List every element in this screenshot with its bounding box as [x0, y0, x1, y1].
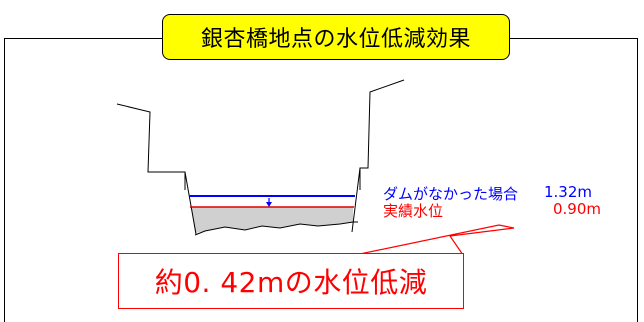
title-box: 銀杏橋地点の水位低減効果 — [162, 14, 510, 60]
legend-actual: 実績水位 0.90m — [383, 200, 623, 220]
left-bank — [116, 103, 197, 235]
right-bank — [351, 79, 405, 233]
legend-without-dam-value: 1.32m — [544, 183, 593, 201]
legend-without-dam: ダムがなかった場合 1.32m — [383, 183, 623, 203]
reduction-arrow-head — [266, 202, 272, 207]
riverbed-line — [194, 221, 358, 236]
water-area — [191, 207, 353, 233]
legend-actual-value: 0.90m — [553, 200, 602, 218]
reduction-callout-text: 約0. 42mの水位低減 — [154, 266, 428, 299]
page-title: 銀杏橋地点の水位低減効果 — [200, 27, 471, 52]
reduction-callout: 約0. 42mの水位低減 — [118, 253, 464, 309]
legend-actual-label: 実績水位 — [383, 202, 444, 220]
legend-without-dam-label: ダムがなかった場合 — [383, 185, 519, 203]
callout-pointer — [354, 224, 515, 256]
